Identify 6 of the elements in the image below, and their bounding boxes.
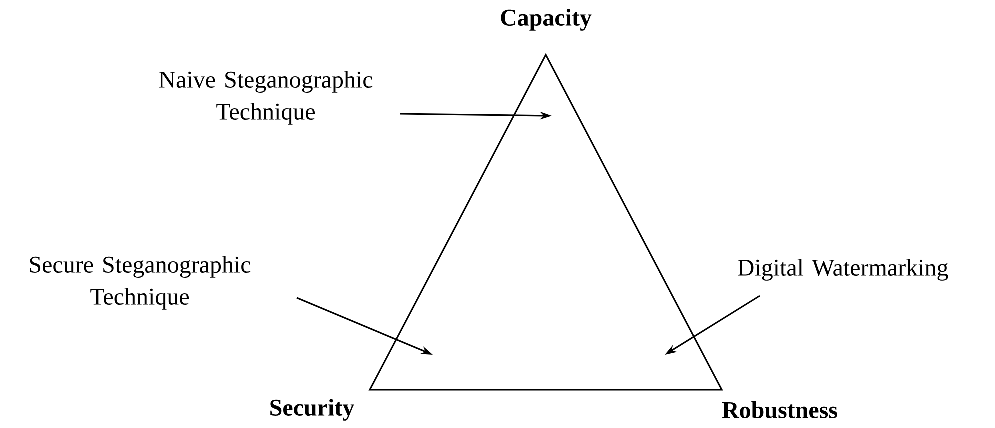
- vertex-label: Capacity: [501, 9, 592, 31]
- vertex-label: Robustness: [722, 402, 838, 418]
- text-label: Digital Watermarking: [738, 259, 948, 281]
- text-label: Secure Steganographic Technique: [30, 256, 251, 310]
- vertex-label: Security: [270, 399, 354, 421]
- text-label: Naive Steganographic Technique: [159, 71, 373, 125]
